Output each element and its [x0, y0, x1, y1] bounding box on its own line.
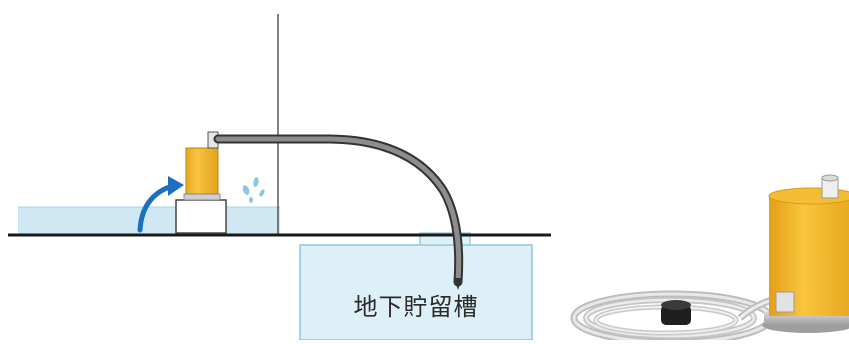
curved-arrow-icon — [137, 176, 184, 233]
hose-end-tip — [454, 278, 462, 290]
pump-base-block — [175, 199, 227, 234]
hose-coupler — [661, 300, 691, 325]
pump-bottom-band — [183, 193, 221, 201]
pump-body — [185, 147, 219, 199]
underground-tank — [299, 244, 533, 341]
water-splash-icon — [242, 177, 265, 203]
tank-label: 地下貯留槽 — [353, 293, 479, 321]
surface-water — [18, 207, 280, 234]
discharge-hose-highlight — [215, 136, 462, 285]
product-pump — [762, 174, 849, 333]
